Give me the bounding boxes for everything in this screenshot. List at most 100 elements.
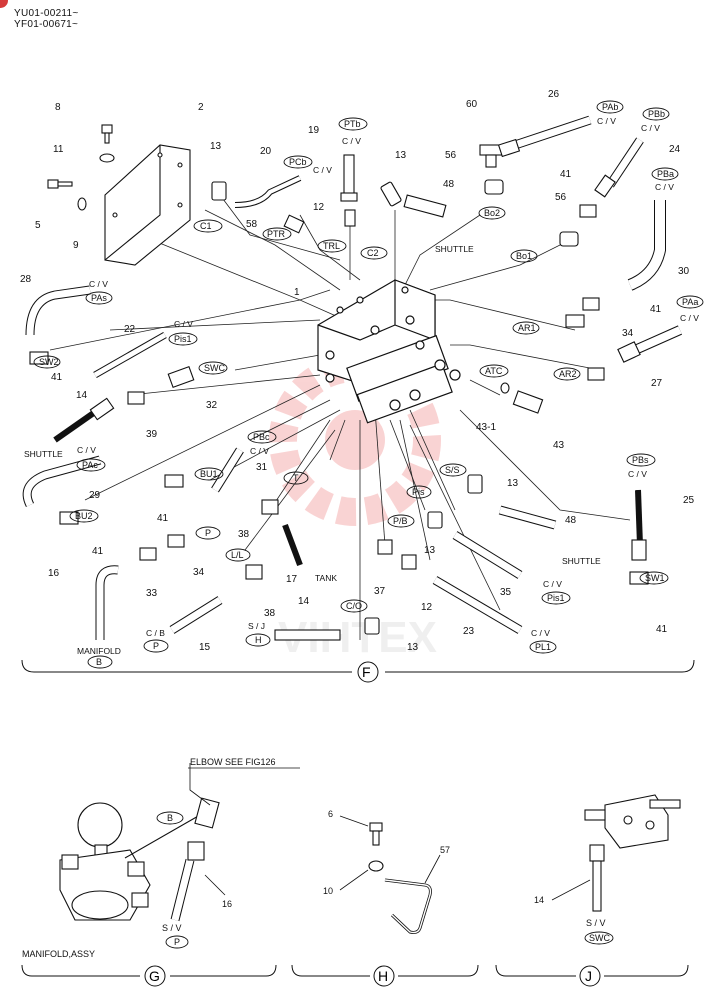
serial-range-1: YU01-00211~ xyxy=(14,8,79,19)
callout-pis1b: Pis1 xyxy=(547,593,565,603)
callout-co: C/O xyxy=(346,601,362,611)
label-cv: C / V xyxy=(77,445,96,455)
part-number: 22 xyxy=(124,324,136,335)
part-number: 19 xyxy=(308,125,320,136)
callout-pcb: PCb xyxy=(289,157,307,167)
part-number: 14 xyxy=(76,390,88,401)
label-tank: TANK xyxy=(315,573,337,583)
callout-bu1: BU1 xyxy=(200,469,218,479)
part-number: 48 xyxy=(565,515,577,526)
part-number: 38 xyxy=(238,529,250,540)
label-shuttle: SHUTTLE xyxy=(435,244,474,254)
callout-pac: PAc xyxy=(82,460,98,470)
part-number: 43-1 xyxy=(476,422,496,433)
part-number: 15 xyxy=(199,642,211,653)
section-j-bracket xyxy=(495,964,689,987)
section-g-labels: ELBOW SEE FIG126 B 16 S / V P MANIFOLD,A… xyxy=(22,757,276,959)
label-shuttle: SHUTTLE xyxy=(562,556,601,566)
part-number: 2 xyxy=(198,102,204,113)
section-f-letter: F xyxy=(362,664,371,680)
part-number: 41 xyxy=(157,513,169,524)
part-number: 43 xyxy=(553,440,565,451)
watermark-logo: VIHTEX xyxy=(269,354,441,662)
part-number: 23 xyxy=(463,626,475,637)
part-number: 12 xyxy=(421,602,433,613)
part-number: 1 xyxy=(294,287,300,298)
part-number: 24 xyxy=(669,144,681,155)
part-number: 27 xyxy=(651,378,663,389)
callout-paa: PAa xyxy=(682,297,698,307)
callout-p2: P xyxy=(153,641,159,651)
callout-p-g: P xyxy=(174,937,180,947)
callout-swc-j: SWC xyxy=(589,933,610,943)
serial-range-2: YF01-00671~ xyxy=(14,19,79,30)
callout-ll: L/L xyxy=(231,550,244,560)
part-number: 6 xyxy=(328,809,333,819)
callout-bu2: BU2 xyxy=(75,511,93,521)
section-g-letter: G xyxy=(149,968,160,984)
label-cv: C / V xyxy=(641,123,660,133)
callout-pbs: PBs xyxy=(632,455,649,465)
callout-atc: ATC xyxy=(485,366,503,376)
label-cv: C / V xyxy=(543,579,562,589)
callout-pab: PAb xyxy=(602,102,618,112)
callout-ptb: PTb xyxy=(344,119,361,129)
section-g-drawing xyxy=(59,763,300,949)
callout-pl1: PL1 xyxy=(535,642,551,652)
part-number: 29 xyxy=(89,490,101,501)
mounting-bracket xyxy=(104,144,191,266)
callout-c1: C1 xyxy=(200,221,212,231)
part-number: 12 xyxy=(313,202,325,213)
part-number: 31 xyxy=(256,462,268,473)
label-cv: C / V xyxy=(680,313,699,323)
control-valve-block xyxy=(317,279,461,424)
section-f-labels: C / V C / V C / V C / V C / V C / V C / … xyxy=(24,116,699,656)
part-number: 32 xyxy=(206,400,218,411)
part-number: 13 xyxy=(395,150,407,161)
part-number: 25 xyxy=(683,495,695,506)
elbow-note: ELBOW SEE FIG126 xyxy=(190,757,276,767)
callout-swc: SWC xyxy=(204,363,225,373)
part-number: 10 xyxy=(323,886,333,896)
label-cv: C / V xyxy=(628,469,647,479)
part-number: 41 xyxy=(650,304,662,315)
section-h-drawing xyxy=(339,815,441,934)
label-cv: C / V xyxy=(313,165,332,175)
callout-pis1: Pis1 xyxy=(174,334,192,344)
part-number: 13 xyxy=(210,141,222,152)
part-number: 57 xyxy=(440,845,450,855)
label-cv: C / V xyxy=(531,628,550,638)
part-number: 38 xyxy=(264,608,276,619)
callout-bo1: Bo1 xyxy=(516,251,532,261)
leader-lines xyxy=(49,194,641,640)
callout-ptr: PTR xyxy=(267,229,286,239)
part-number: 20 xyxy=(260,146,272,157)
hoses-and-fittings xyxy=(22,115,683,641)
label-cv: C / V xyxy=(342,136,361,146)
part-number: 13 xyxy=(407,642,419,653)
part-number: 48 xyxy=(443,179,455,190)
part-number: 41 xyxy=(51,372,63,383)
part-number: 17 xyxy=(286,574,298,585)
label-cv: C / V xyxy=(597,116,616,126)
part-number: 56 xyxy=(445,150,457,161)
part-number: 39 xyxy=(146,429,158,440)
part-number: 41 xyxy=(92,546,104,557)
callout-sw2: SW2 xyxy=(39,357,59,367)
label-cb: C / B xyxy=(146,628,165,638)
callout-b: B xyxy=(96,657,102,667)
part-number: 14 xyxy=(534,895,544,905)
label-cv: C / V xyxy=(174,319,193,329)
section-j-letter: J xyxy=(585,968,592,984)
part-number: 11 xyxy=(53,144,64,155)
section-j-labels: 14 S / V SWC xyxy=(534,895,610,943)
section-h-letter: H xyxy=(378,968,388,984)
callout-ar2: AR2 xyxy=(559,369,577,379)
part-number: 41 xyxy=(560,169,572,180)
callout-t: T xyxy=(293,473,299,483)
callout-pba: PBa xyxy=(657,169,674,179)
part-number: 34 xyxy=(193,567,205,578)
callout-pb: P/B xyxy=(393,516,408,526)
